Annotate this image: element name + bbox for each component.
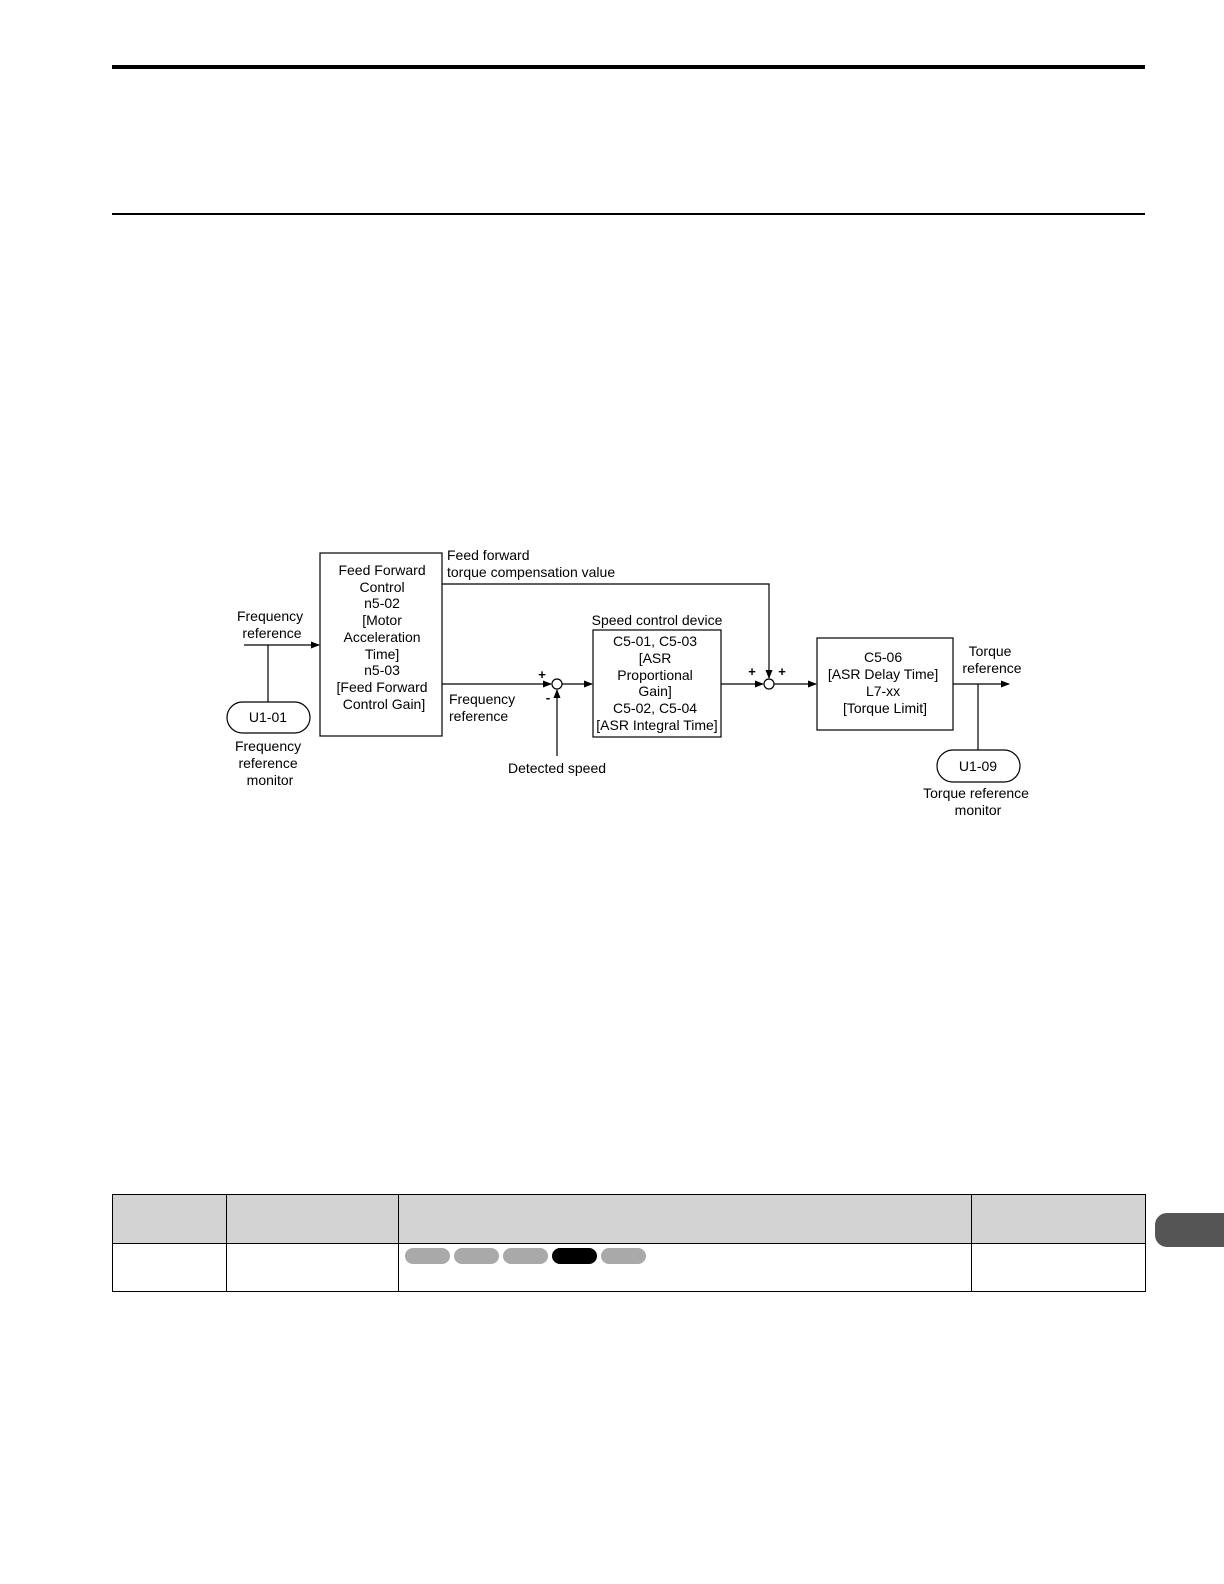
table-cell — [971, 1243, 1146, 1292]
header-cell — [971, 1194, 1146, 1244]
feed-forward-torque-line — [442, 583, 773, 679]
speed-control-device-text: C5-01, C5-03 [ASR Proportional Gain] C5-… — [596, 633, 717, 733]
ff-torque-label: Feed forward torque compensation value — [447, 547, 615, 580]
sum1-plus-sign: + — [538, 667, 546, 682]
header-cell — [112, 1194, 227, 1244]
speed-control-device-title: Speed control device — [592, 612, 723, 628]
detected-speed-label: Detected speed — [508, 760, 606, 776]
table-cell — [398, 1243, 972, 1292]
table-cell — [226, 1243, 399, 1292]
summing-junction-2 — [763, 678, 775, 690]
u1-09-label: U1-09 — [959, 758, 997, 774]
delay-limit-block-text: C5-06 [ASR Delay Time] L7-xx [Torque Lim… — [828, 649, 942, 716]
control-mode-chip — [601, 1248, 646, 1264]
feed-forward-block — [319, 552, 443, 737]
torque-ref-label: Torque reference — [962, 643, 1021, 676]
header-cell — [398, 1194, 972, 1244]
u1-01-caption: Frequency reference monitor — [235, 738, 305, 788]
u1-09-caption: Torque reference monitor — [923, 785, 1033, 818]
parameter-table — [112, 1194, 1146, 1292]
header-cell — [226, 1194, 399, 1244]
control-mode-chip-active — [552, 1248, 597, 1264]
table-row — [112, 1243, 1146, 1292]
control-mode-chips — [399, 1244, 971, 1264]
freq-ref-input-label: Frequency reference — [237, 608, 307, 641]
sum2-plus-left-sign: + — [748, 664, 756, 679]
section-rule — [112, 213, 1145, 215]
table-header-row — [112, 1194, 1146, 1244]
feed-forward-block-text: Feed Forward Control n5-02 [Motor Accele… — [337, 562, 432, 712]
sum1-minus-sign: - — [546, 690, 550, 705]
top-rule — [112, 65, 1145, 69]
summing-junction-1 — [551, 678, 563, 690]
control-mode-chip — [454, 1248, 499, 1264]
sum2-plus-right-sign: + — [778, 664, 786, 679]
freq-ref-output-label: Frequency reference — [449, 691, 519, 724]
chapter-side-tab — [1155, 1213, 1224, 1247]
control-mode-chip — [503, 1248, 548, 1264]
table-cell — [112, 1243, 227, 1292]
control-mode-chip — [405, 1248, 450, 1264]
u1-01-label: U1-01 — [249, 709, 287, 725]
